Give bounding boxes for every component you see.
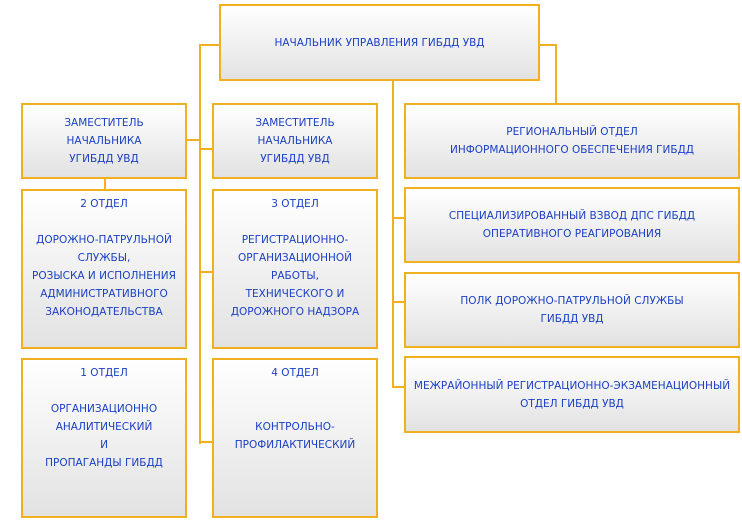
dept3-line: ТЕХНИЧЕСКОГО И [245, 288, 345, 300]
connector [392, 301, 405, 303]
head-box: НАЧАЛЬНИК УПРАВЛЕНИЯ ГИБДД УВД [219, 4, 540, 81]
dept1-line: ПРОПАГАНДЫ ГИБДД [45, 457, 163, 469]
deputy-mid-box: ЗАМЕСТИТЕЛЬ НАЧАЛЬНИКА УГИБДД УВД [212, 103, 378, 179]
connector [104, 178, 106, 190]
deputy-left-box: ЗАМЕСТИТЕЛЬ НАЧАЛЬНИКА УГИБДД УВД [21, 103, 187, 179]
connector [199, 441, 213, 443]
dept2-line: СЛУЖБЫ, [77, 252, 131, 264]
exam-dept-line: МЕЖРАЙОННЫЙ РЕГИСТРАЦИОННО-ЭКЗАМЕНАЦИОНН… [413, 379, 731, 392]
deputy-mid-line: ЗАМЕСТИТЕЛЬ [255, 117, 335, 129]
dept1-line: И [100, 439, 108, 451]
special-platoon-line: СПЕЦИАЛИЗИРОВАННЫЙ ВЗВОД ДПС ГИБДД [448, 210, 696, 222]
dept3-title: 3 ОТДЕЛ [271, 198, 319, 210]
connector [555, 44, 557, 104]
connector [199, 44, 201, 444]
special-platoon-box: СПЕЦИАЛИЗИРОВАННЫЙ ВЗВОД ДПС ГИБДД ОПЕРА… [404, 187, 740, 263]
deputy-mid-line: НАЧАЛЬНИКА [257, 135, 333, 147]
regional-dept-line: РЕГИОНАЛЬНЫЙ ОТДЕЛ [506, 126, 638, 138]
deputy-left-line: УГИБДД УВД [69, 153, 139, 165]
dept3-line: ОРГАНИЗАЦИОННОЙ [237, 252, 353, 264]
deputy-left-line: НАЧАЛЬНИКА [66, 135, 142, 147]
regiment-line: ПОЛК ДОРОЖНО-ПАТРУЛЬНОЙ СЛУЖБЫ [460, 295, 684, 307]
dept1-title: 1 ОТДЕЛ [80, 367, 128, 379]
connector [539, 44, 556, 46]
regiment-box: ПОЛК ДОРОЖНО-ПАТРУЛЬНОЙ СЛУЖБЫ ГИБДД УВД [404, 272, 740, 348]
dept2-line: РОЗЫСКА И ИСПОЛНЕНИЯ [32, 270, 176, 282]
dept4-line: ПРОФИЛАКТИЧЕСКИЙ [234, 439, 356, 451]
dept4-line: КОНТРОЛЬНО- [255, 421, 335, 433]
dept2-line: АДМИНИСТРАТИВНОГО [40, 288, 168, 300]
dept2-line: ЗАКОНОДАТЕЛЬСТВА [45, 306, 163, 318]
deputy-left-line: ЗАМЕСТИТЕЛЬ [64, 117, 144, 129]
connector [392, 217, 405, 219]
dept3-box: 3 ОТДЕЛ РЕГИСТРАЦИОННО- ОРГАНИЗАЦИОННОЙ … [212, 189, 378, 349]
dept1-line: АНАЛИТИЧЕСКИЙ [55, 421, 153, 433]
connector [392, 80, 394, 388]
dept1-box: 1 ОТДЕЛ ОРГАНИЗАЦИОННО АНАЛИТИЧЕСКИЙ И П… [21, 358, 187, 518]
head-line: НАЧАЛЬНИК УПРАВЛЕНИЯ ГИБДД УВД [274, 36, 485, 49]
dept2-line: ДОРОЖНО-ПАТРУЛЬНОЙ [36, 234, 172, 246]
dept3-line: РЕГИСТРАЦИОННО- [241, 234, 349, 246]
dept4-box: 4 ОТДЕЛ КОНТРОЛЬНО- ПРОФИЛАКТИЧЕСКИЙ [212, 358, 378, 518]
dept1-line: ОРГАНИЗАЦИОННО [50, 403, 158, 415]
connector [392, 386, 405, 388]
dept2-title: 2 ОТДЕЛ [80, 198, 128, 210]
deputy-mid-line: УГИБДД УВД [260, 153, 330, 165]
connector [199, 44, 220, 46]
special-platoon-line: ОПЕРАТИВНОГО РЕАГИРОВАНИЯ [482, 228, 662, 240]
exam-dept-line: ОТДЕЛ ГИБДД УВД [520, 397, 624, 410]
regional-dept-box: РЕГИОНАЛЬНЫЙ ОТДЕЛ ИНФОРМАЦИОННОГО ОБЕСП… [404, 103, 740, 179]
dept3-line: РАБОТЫ, [271, 270, 319, 282]
connector [199, 148, 213, 150]
connector [199, 271, 213, 273]
regiment-line: ГИБДД УВД [540, 313, 604, 325]
dept2-box: 2 ОТДЕЛ ДОРОЖНО-ПАТРУЛЬНОЙ СЛУЖБЫ, РОЗЫС… [21, 189, 187, 349]
connector [186, 139, 200, 141]
dept4-title: 4 ОТДЕЛ [271, 367, 319, 379]
dept3-line: ДОРОЖНОГО НАДЗОРА [230, 306, 360, 318]
regional-dept-line: ИНФОРМАЦИОННОГО ОБЕСПЕЧЕНИЯ ГИБДД [449, 144, 694, 156]
exam-dept-box: МЕЖРАЙОННЫЙ РЕГИСТРАЦИОННО-ЭКЗАМЕНАЦИОНН… [404, 356, 740, 433]
